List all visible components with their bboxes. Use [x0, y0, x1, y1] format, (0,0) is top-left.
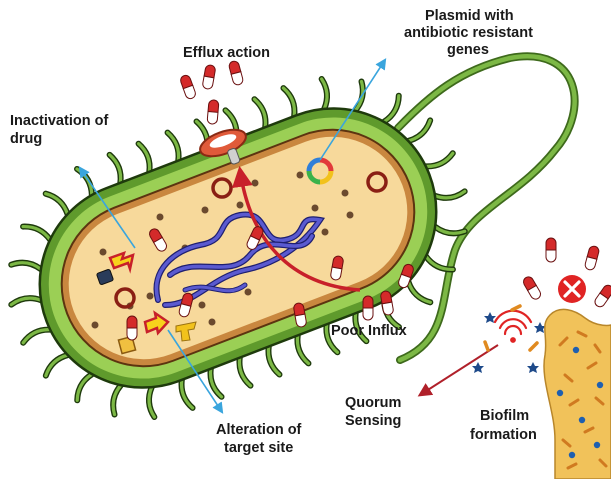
label-alteration-line2: target site — [224, 440, 293, 456]
antibiotic-capsule-icon — [228, 60, 244, 86]
label-biofilm-line1: Biofilm — [480, 408, 529, 424]
antibiotic-capsule-icon — [202, 64, 216, 89]
label-plasmid-line3: genes — [447, 42, 489, 58]
antibiotic-capsule-icon — [584, 245, 600, 271]
antibiotic-capsule-icon — [546, 238, 556, 262]
signal-molecules — [472, 312, 546, 373]
antibiotic-capsule-icon — [593, 283, 611, 308]
label-biofilm-line2: formation — [470, 427, 537, 443]
blocked-x-icon — [558, 275, 586, 303]
label-alteration-line1: Alteration of — [216, 422, 302, 438]
label-plasmid-line2: antibiotic resistant — [404, 25, 533, 41]
antibiotic-capsule-icon — [522, 275, 543, 301]
label-efflux-action: Efflux action — [183, 45, 270, 61]
label-inactivation-line2: drug — [10, 131, 42, 147]
antibiotic-capsule-icon — [207, 100, 219, 125]
label-poor-influx: Poor Influx — [331, 323, 407, 339]
label-quorum-line2: Sensing — [345, 413, 401, 429]
quorum-arrow — [420, 345, 498, 395]
biofilm — [544, 309, 611, 479]
label-inactivation-line1: Inactivation of — [10, 113, 108, 129]
wifi-signal-icon — [495, 311, 531, 342]
pilus-inner — [11, 255, 41, 278]
label-quorum-line1: Quorum — [345, 395, 401, 411]
antibiotic-capsule-icon — [179, 74, 197, 100]
antibiotic-capsule-icon — [363, 296, 373, 320]
pilus-inner — [346, 81, 370, 110]
pilus-inner — [23, 219, 50, 247]
free-bacteria — [485, 306, 537, 350]
antibiotic-capsule-icon — [127, 316, 137, 340]
pilus-inner — [106, 385, 130, 414]
label-plasmid-line1: Plasmid with — [425, 8, 514, 24]
